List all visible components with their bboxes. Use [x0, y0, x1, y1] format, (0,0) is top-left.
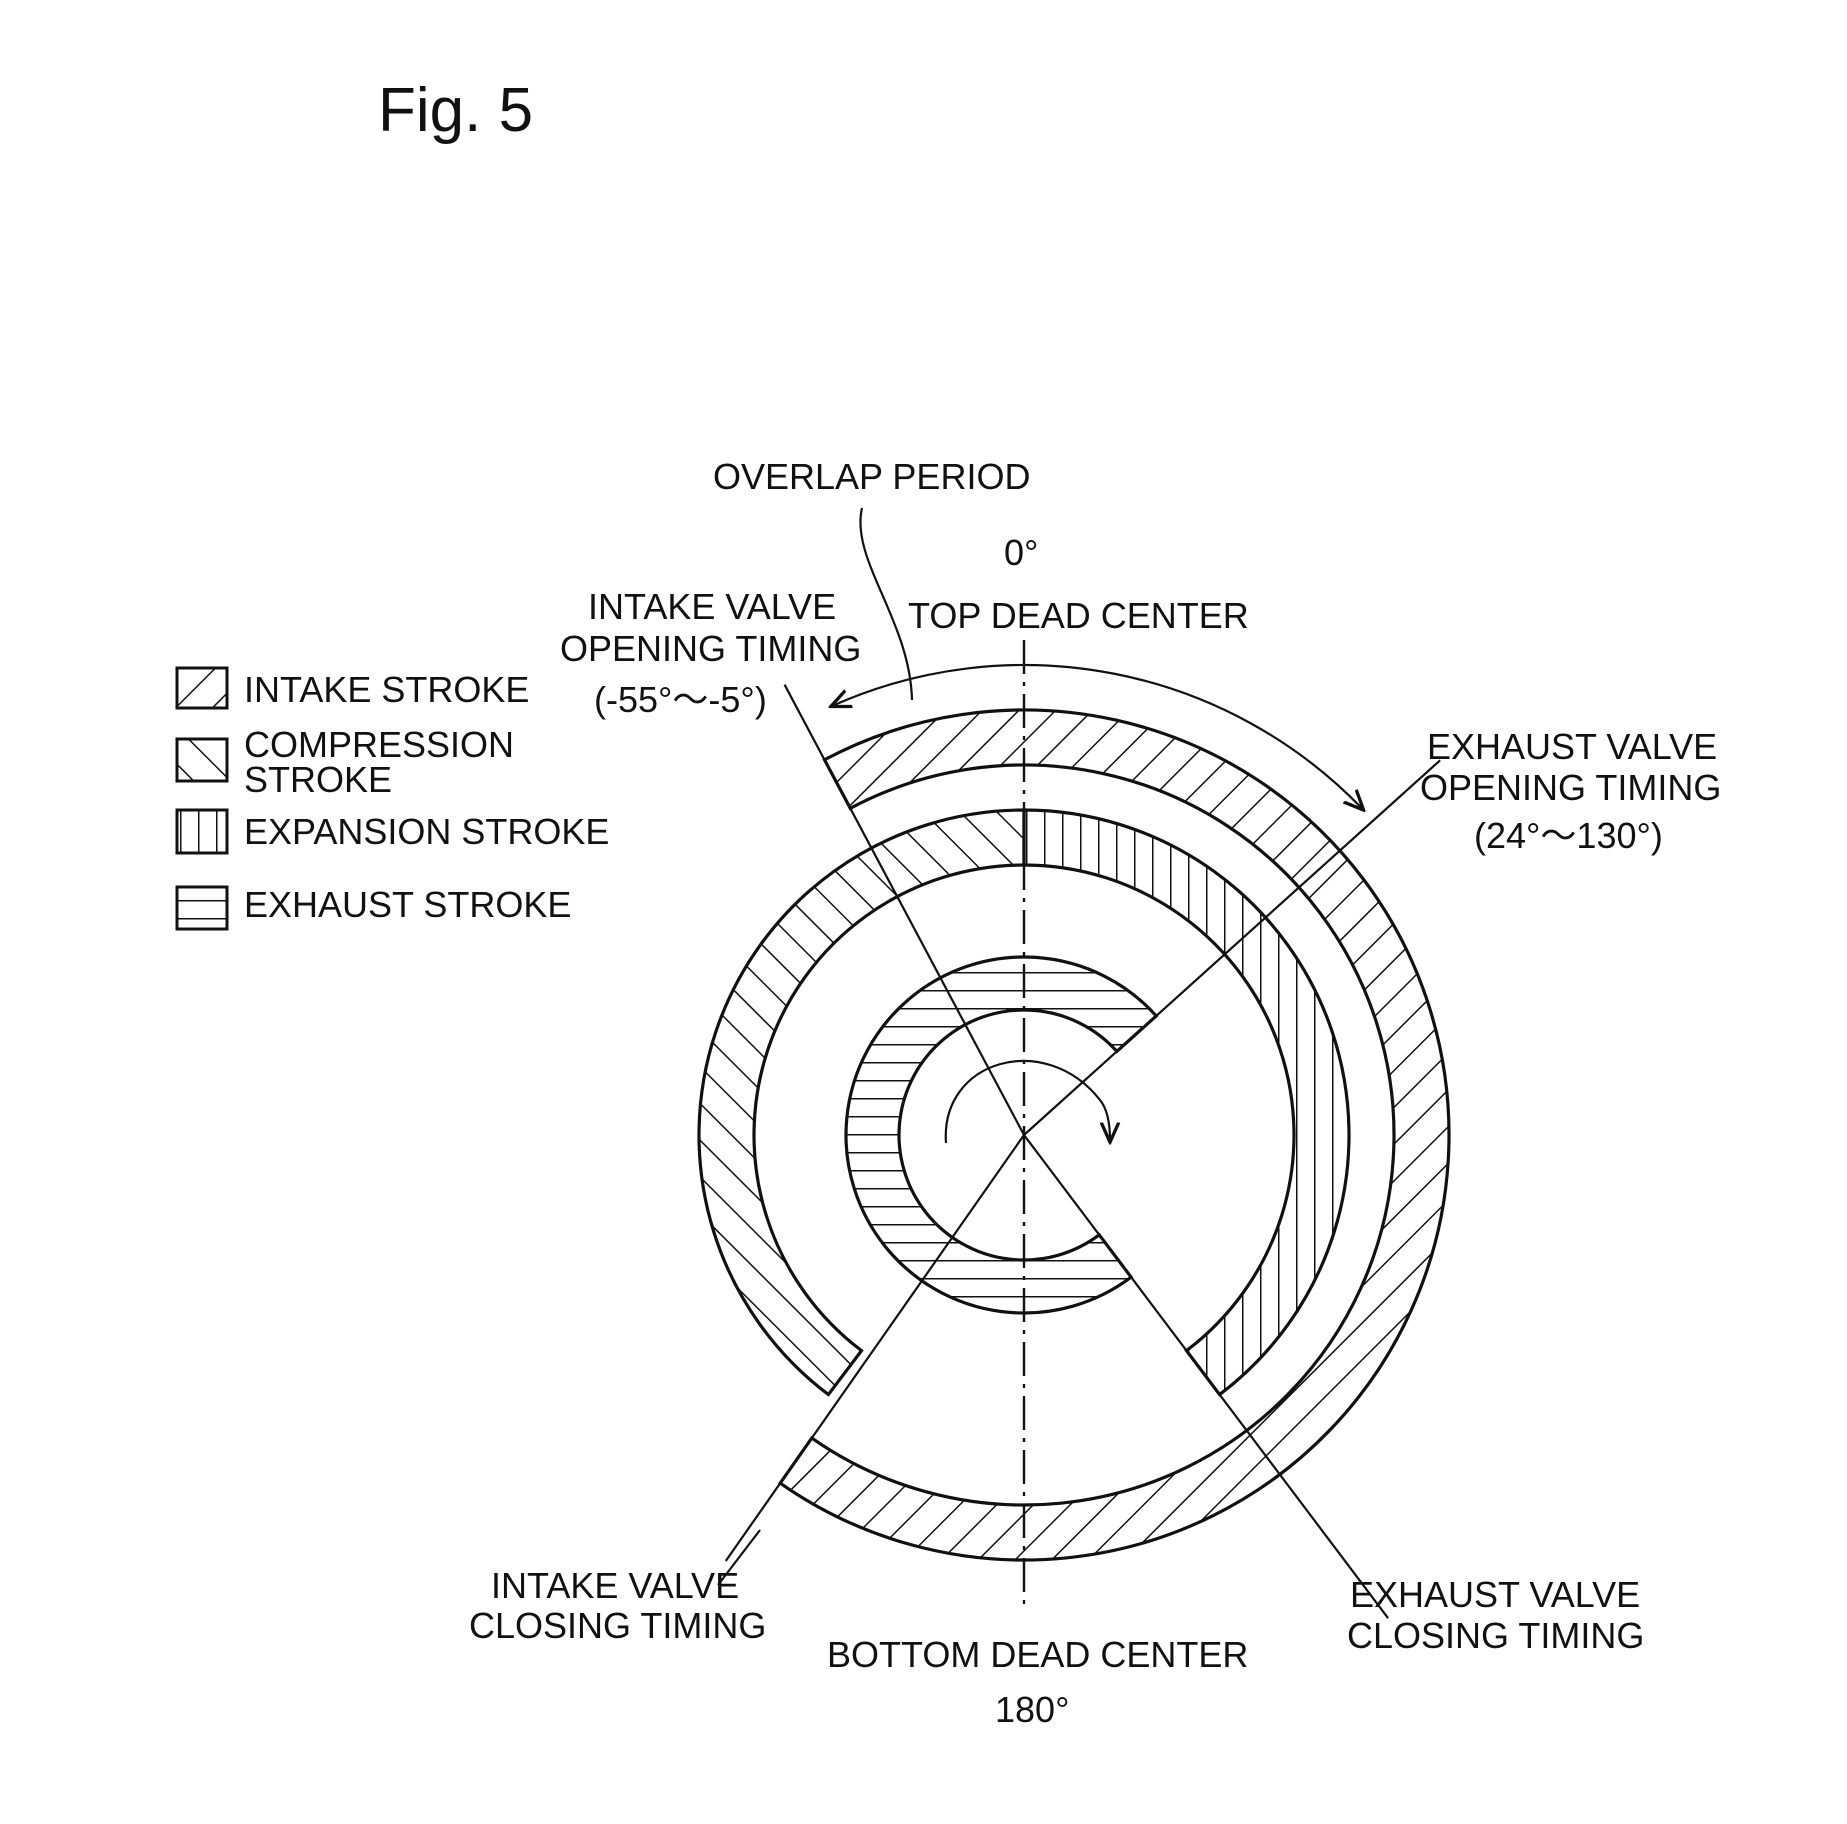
legend: INTAKE STROKE COMPRESSION STROKE EXPANSI… — [175, 666, 609, 931]
legend-item-expansion: EXPANSION STROKE — [175, 808, 609, 855]
legend-item-intake: INTAKE STROKE — [175, 666, 529, 710]
legend-label-compression-line2: STROKE — [244, 759, 392, 800]
exhaust-valve-closing-line — [1023, 1134, 1389, 1619]
evo-range-label: (24°～130°) — [1474, 815, 1663, 856]
legend-label-exhaust: EXHAUST STROKE — [244, 884, 571, 925]
overlap-period-leader — [859, 507, 914, 701]
evo-label-line2: OPENING TIMING — [1420, 767, 1721, 808]
intake-valve-opening-line — [783, 684, 1025, 1136]
legend-item-exhaust: EXHAUST STROKE — [175, 884, 571, 931]
tdc-degree-label: 0° — [1004, 532, 1038, 573]
legend-label-expansion: EXPANSION STROKE — [244, 811, 609, 852]
ivc-leader — [717, 1529, 761, 1586]
figure-title: Fig. 5 — [378, 76, 533, 145]
exhaust-valve-opening-line — [1023, 759, 1441, 1136]
bdc-label: BOTTOM DEAD CENTER — [827, 1634, 1248, 1675]
intake-valve-closing-line — [724, 1134, 1025, 1562]
evc-label-line2: CLOSING TIMING — [1347, 1615, 1644, 1656]
compression-pattern-swatch — [175, 737, 229, 783]
tdc-label: TOP DEAD CENTER — [908, 595, 1249, 636]
legend-label-intake: INTAKE STROKE — [244, 669, 529, 710]
overlap-period-arc — [833, 663, 1362, 809]
legend-label-compression-line1: COMPRESSION — [244, 724, 514, 765]
ivc-label-line1: INTAKE VALVE — [491, 1565, 739, 1606]
ivc-label-line2: CLOSING TIMING — [469, 1605, 766, 1646]
timing-lines — [717, 507, 1441, 1619]
exhaust-stroke-ring-segment — [844, 955, 1159, 1315]
exhaust-pattern-swatch — [175, 885, 229, 931]
intake-pattern-swatch — [175, 666, 229, 710]
rotation-direction-arrow-icon — [944, 1060, 1110, 1143]
ivo-label-line1: INTAKE VALVE — [588, 586, 836, 627]
expansion-pattern-swatch — [175, 808, 229, 855]
legend-item-compression: COMPRESSION STROKE — [175, 724, 514, 800]
bdc-degree-label: 180° — [995, 1689, 1069, 1730]
evc-label-line1: EXHAUST VALVE — [1350, 1574, 1640, 1615]
ivo-label-line2: OPENING TIMING — [560, 628, 861, 669]
evo-label-line1: EXHAUST VALVE — [1427, 726, 1717, 767]
ivo-range-label: (-55°～-5°) — [594, 679, 767, 720]
overlap-period-label: OVERLAP PERIOD — [713, 456, 1030, 497]
stroke-rings — [697, 708, 1451, 1562]
